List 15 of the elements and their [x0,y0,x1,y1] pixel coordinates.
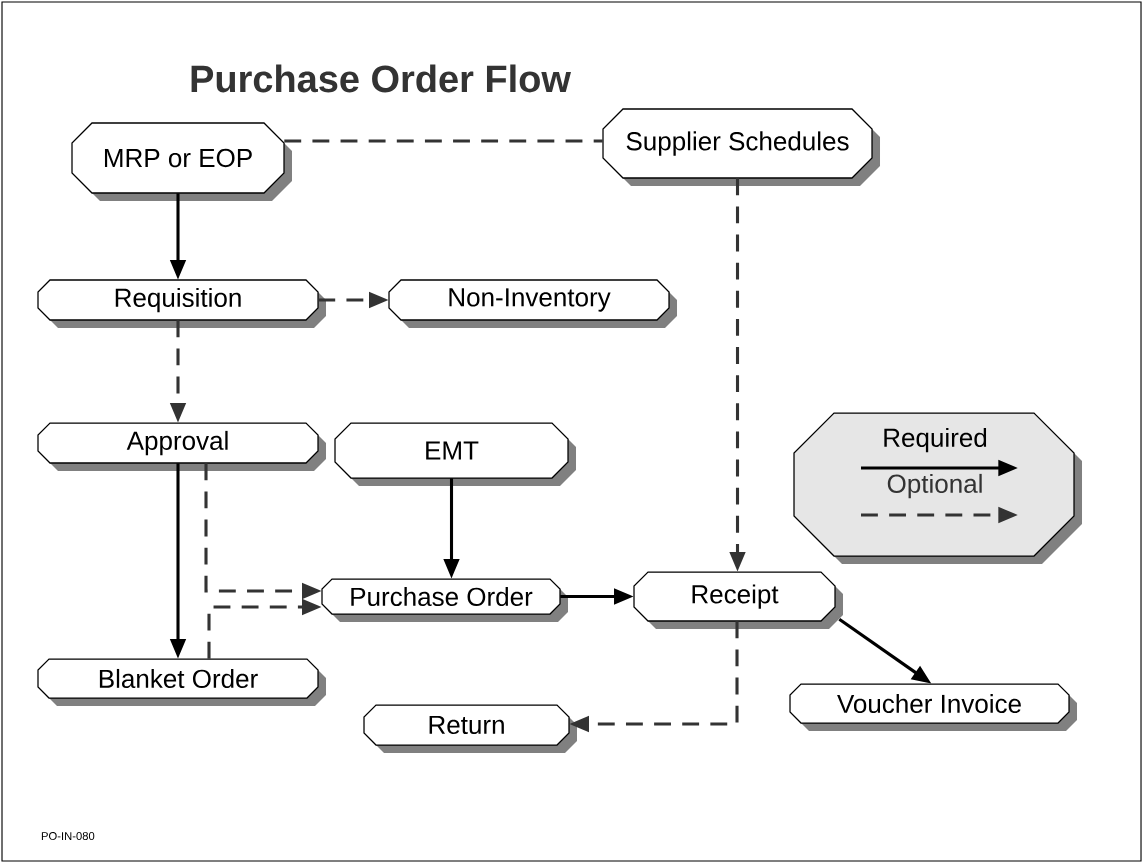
title: Purchase Order Flow [191,64,571,93]
process-box: Supplier Schedules [602,108,880,186]
process-box: Receipt [633,571,843,629]
process-box: Return [363,704,577,753]
process-box: EMT [334,422,576,486]
process-box: Non-Inventory [388,279,677,328]
process-box: Approval [37,422,326,471]
process-box: Purchase Order [321,578,568,622]
process-box: Blanket Order [37,658,326,706]
legend-label: Optional [887,473,982,499]
process-box: Requisition [37,279,326,328]
process-box: Voucher Invoice [789,683,1077,731]
document-code: PO-IN-080 [41,832,95,840]
process-box: MRP or EOP [71,122,292,201]
legend-label: Required [884,427,987,453]
